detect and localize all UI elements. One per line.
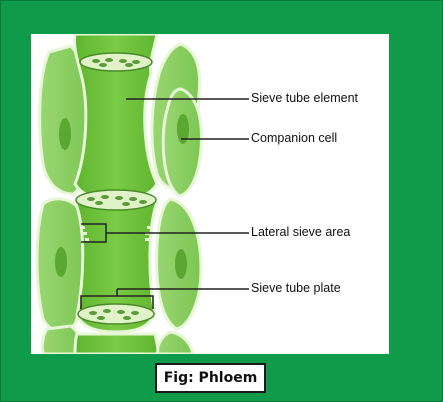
figure-caption-box: Fig: Phloem	[155, 363, 266, 393]
sieve-tube-column	[72, 34, 160, 354]
leader-lines	[80, 98, 249, 309]
left-companion-cells	[35, 44, 93, 354]
diagram-panel: Sieve tube element Companion cell Latera…	[31, 34, 389, 354]
label-lateral-sieve-area: Lateral sieve area	[251, 225, 351, 239]
label-sieve-tube-plate: Sieve tube plate	[251, 281, 341, 295]
right-companion-cells	[150, 42, 203, 354]
figure-caption: Fig: Phloem	[163, 370, 258, 386]
label-sieve-tube-element: Sieve tube element	[251, 91, 359, 105]
sieve-plates	[75, 52, 157, 325]
label-companion-cell: Companion cell	[251, 131, 338, 145]
phloem-illustration	[35, 34, 249, 354]
